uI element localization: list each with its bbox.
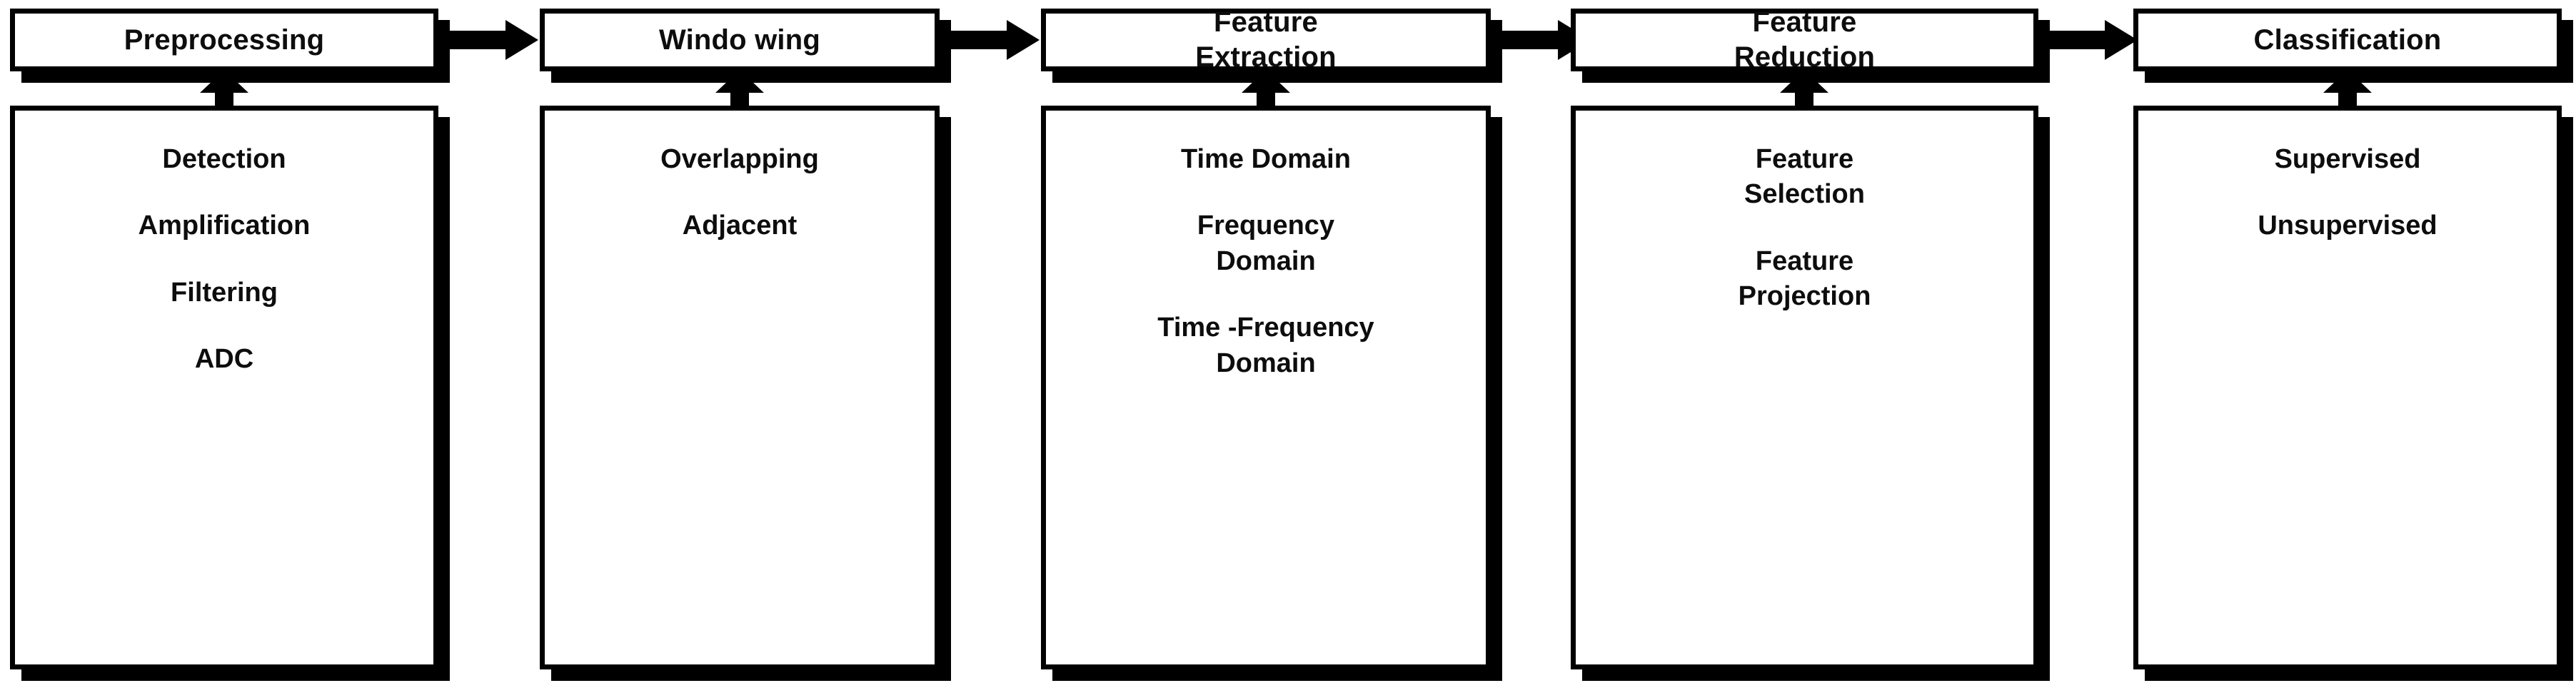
detail-box-preprocessing[interactable]: Detection Amplification Filtering ADC bbox=[10, 106, 438, 669]
stage-label-preprocessing: Preprocessing bbox=[124, 24, 325, 56]
detail-item: Time -Frequency Domain bbox=[1157, 313, 1374, 378]
flow-arrow-windowing-to-feature-extraction bbox=[945, 20, 1040, 60]
stage-box-feature-extraction[interactable]: Feature Extraction bbox=[1041, 6, 1491, 73]
detail-item: Amplification bbox=[138, 211, 311, 241]
detail-box-feature-reduction[interactable]: Feature Selection Feature Projection bbox=[1571, 106, 2038, 669]
detail-arrow-feature-extraction bbox=[1242, 70, 1290, 114]
detail-list-classification: Supervised Unsupervised bbox=[2138, 111, 2557, 244]
stage-box-preprocessing[interactable]: Preprocessing bbox=[10, 9, 438, 71]
stage-box-windowing[interactable]: Windo wing bbox=[540, 9, 940, 71]
detail-item: Feature Selection bbox=[1744, 144, 1865, 210]
stage-box-classification[interactable]: Classification bbox=[2133, 9, 2562, 71]
detail-list-preprocessing: Detection Amplification Filtering ADC bbox=[15, 111, 433, 378]
detail-item: Unsupervised bbox=[2258, 211, 2437, 241]
detail-list-feature-extraction: Time Domain Frequency Domain Time -Frequ… bbox=[1046, 111, 1486, 381]
detail-arrow-windowing bbox=[715, 70, 764, 114]
detail-item: ADC bbox=[194, 344, 254, 375]
detail-item: Overlapping bbox=[660, 144, 819, 174]
flow-arrow-preprocessing-to-windowing bbox=[444, 20, 538, 60]
detail-item: Frequency Domain bbox=[1197, 211, 1335, 276]
detail-list-feature-reduction: Feature Selection Feature Projection bbox=[1576, 111, 2033, 315]
detail-box-feature-extraction[interactable]: Time Domain Frequency Domain Time -Frequ… bbox=[1041, 106, 1491, 669]
detail-list-windowing: Overlapping Adjacent bbox=[545, 111, 935, 244]
detail-arrow-feature-reduction bbox=[1780, 70, 1828, 114]
detail-box-classification[interactable]: Supervised Unsupervised bbox=[2133, 106, 2562, 669]
stage-label-feature-extraction: Feature Extraction bbox=[1195, 6, 1337, 73]
detail-arrow-preprocessing bbox=[200, 70, 248, 114]
detail-box-windowing[interactable]: Overlapping Adjacent bbox=[540, 106, 940, 669]
flow-arrow-feature-extraction-to-feature-reduction bbox=[1496, 20, 1591, 60]
stage-label-feature-reduction: Feature Reduction bbox=[1734, 6, 1876, 73]
detail-item: Supervised bbox=[2274, 144, 2421, 174]
detail-arrow-classification bbox=[2323, 70, 2372, 114]
flow-arrow-feature-reduction-to-classification bbox=[2043, 20, 2138, 60]
stage-label-windowing: Windo wing bbox=[658, 24, 821, 56]
detail-item: Feature Projection bbox=[1738, 246, 1871, 312]
detail-item: Adjacent bbox=[682, 211, 798, 241]
detail-item: Detection bbox=[162, 144, 286, 174]
stage-label-classification: Classification bbox=[2253, 24, 2442, 56]
stage-box-feature-reduction[interactable]: Feature Reduction bbox=[1571, 6, 2038, 73]
detail-item: Time Domain bbox=[1181, 144, 1351, 174]
detail-item: Filtering bbox=[171, 277, 278, 308]
